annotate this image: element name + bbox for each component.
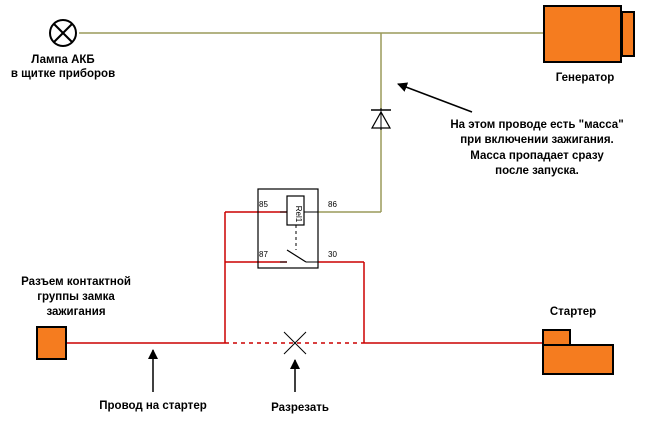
relay-pin-86: 86: [328, 200, 337, 209]
starter-icon: [542, 329, 614, 375]
ignition-connector-icon: [36, 326, 67, 360]
note-arrow: [397, 82, 473, 113]
starter-wire-label: Провод на стартер: [99, 400, 207, 412]
cut-label: Разрезать: [271, 402, 329, 414]
lamp-icon: [49, 19, 77, 47]
ignition-label-line2: группы замка: [37, 291, 115, 303]
note-line3: Масса пропадает сразу: [470, 150, 604, 162]
note-line4: после запуска.: [495, 165, 579, 177]
note-line2: при включении зажигания.: [460, 134, 614, 146]
lamp-label-line2: в щитке приборов: [11, 68, 115, 80]
red-wires: [67, 211, 543, 344]
relay-pin-87: 87: [259, 250, 268, 259]
relay: Rel1 85 86 87 30: [257, 188, 337, 269]
lamp-label-line1: Лампа АКБ: [31, 54, 94, 66]
cut-mark-icon: [283, 331, 307, 355]
relay-pin-85: 85: [259, 200, 268, 209]
diode-branch-wire: [318, 33, 382, 213]
relay-pin-30: 30: [328, 250, 337, 259]
ignition-label-line3: зажигания: [46, 306, 105, 318]
note-line1: На этом проводе есть "масса": [450, 119, 623, 131]
relay-name: Rel1: [294, 206, 303, 223]
generator-label: Генератор: [556, 72, 615, 84]
diode-symbol: [370, 108, 392, 130]
ignition-label-line1: Разъем контактной: [21, 276, 131, 288]
starter-label: Стартер: [550, 306, 596, 318]
generator-icon: [543, 5, 635, 63]
